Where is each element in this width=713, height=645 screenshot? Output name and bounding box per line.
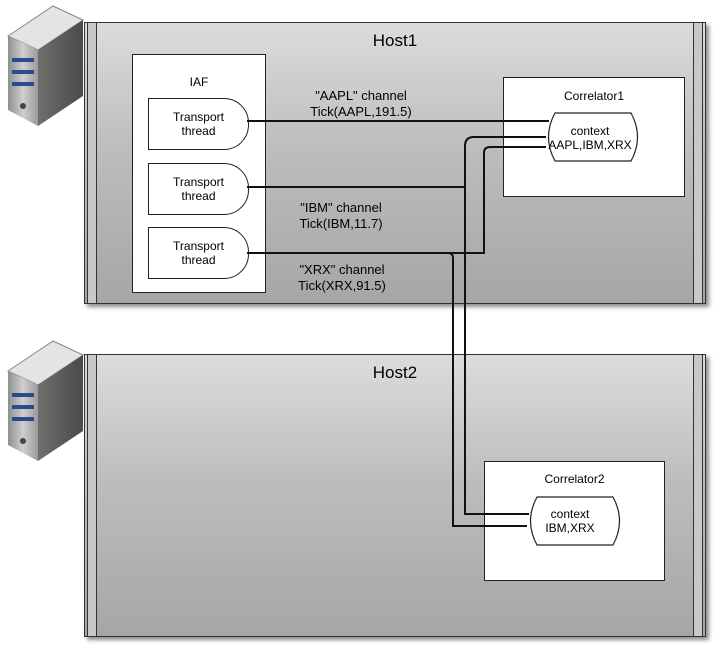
xrx-channel-line [247,146,546,527]
host-rail-right [693,23,703,303]
context-streams: AAPL,IBM,XRX [548,138,632,152]
server-icon [6,340,85,461]
correlator2-context-label: context IBM,XRX [528,507,612,535]
channel-tick: Tick(IBM,11.7) [299,216,383,231]
thread-label-line1: Transport [173,110,224,124]
context-word: context [570,124,610,138]
correlator2-context-shape [529,496,621,546]
correlator2-title: Correlator2 [544,472,605,486]
thread-label-line1: Transport [173,175,224,189]
channel-name: "AAPL" channel [315,88,407,103]
thread-label-line2: thread [181,189,216,203]
iaf-title: IAF [189,75,209,89]
thread-label-line1: Transport [173,239,224,253]
transport-thread-aapl: Transport thread [148,98,249,150]
transport-thread-ibm: Transport thread [148,163,249,215]
thread-label-line2: thread [181,253,216,267]
context-word: context [550,507,590,521]
host1-title: Host1 [372,31,418,50]
correlator1-title: Correlator1 [563,89,625,103]
xrx-channel-label: "XRX" channel Tick(XRX,91.5) [277,262,407,294]
channel-name: "XRX" channel [299,262,385,277]
context-streams: IBM,XRX [545,521,595,535]
transport-thread-xrx: Transport thread [148,227,249,279]
host-rail-left [87,23,97,303]
host-rail-left [87,355,97,636]
host2-title: Host2 [372,363,418,382]
channel-name: "IBM" channel [300,200,382,215]
aapl-channel-label: "AAPL" channel Tick(AAPL,191.5) [296,88,426,120]
channel-tick: Tick(XRX,91.5) [298,278,386,293]
ibm-channel-label: "IBM" channel Tick(IBM,11.7) [276,200,406,232]
ibm-channel-line [247,136,546,515]
correlator1-context-shape [547,112,639,162]
channel-tick: Tick(AAPL,191.5) [310,104,412,119]
correlator1-context-label: context AAPL,IBM,XRX [546,124,634,152]
host-rail-right [693,355,703,636]
server-icon [6,5,85,126]
thread-label-line2: thread [181,124,216,138]
